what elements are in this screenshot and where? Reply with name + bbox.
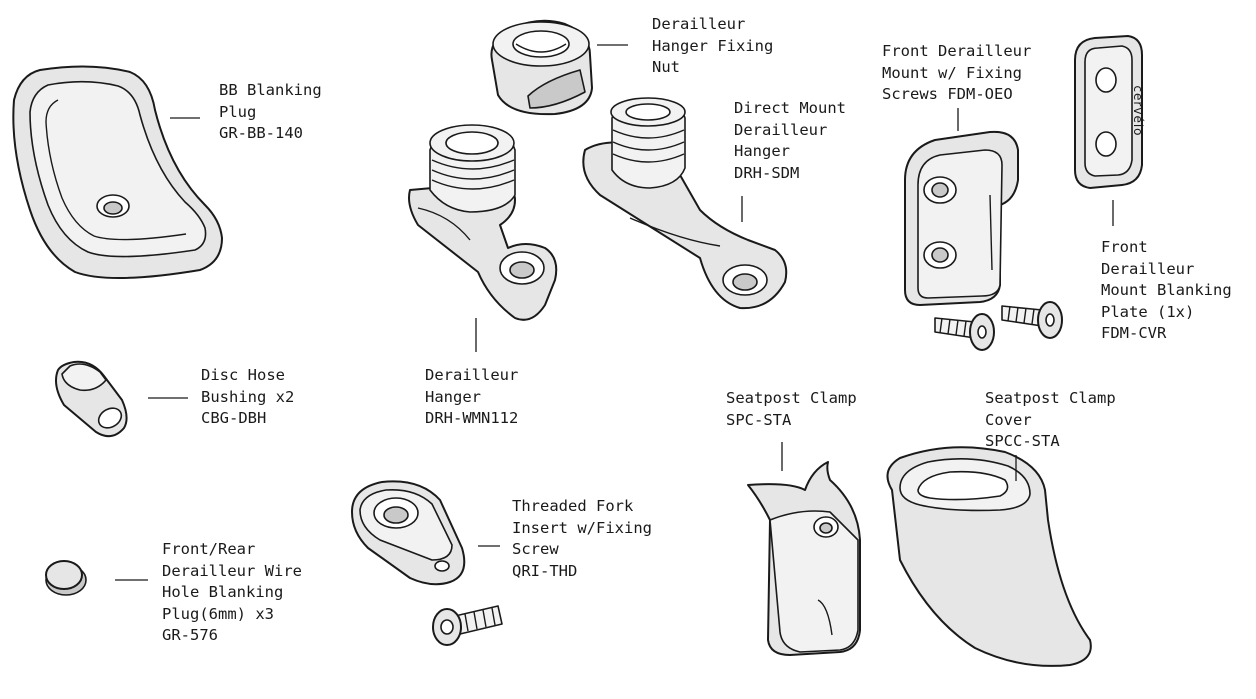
label-line: Plug (219, 102, 257, 121)
label-line: Direct Mount (734, 99, 846, 117)
label-line: DRH-SDM (734, 163, 800, 182)
fork-insert-screw-illustration (432, 605, 503, 646)
label-line: QRI-THD (512, 561, 578, 580)
label-line: Plate (1x) (1101, 302, 1195, 321)
seatpost-clamp-illustration (747, 461, 861, 656)
label-line: Front/Rear (162, 540, 256, 558)
label-line: Derailleur Wire (162, 561, 302, 580)
label-line: BB Blanking (219, 81, 322, 99)
label-line: Hole Blanking (162, 583, 284, 602)
label-line: Bushing x2 (201, 387, 295, 406)
label-line: SPCC-STA (985, 432, 1060, 451)
label-line: Nut (652, 58, 680, 77)
label-line: Hanger (734, 142, 790, 161)
label-line: Screws FDM-OEO (882, 85, 1013, 104)
label-wire-hole-blanking-plug: Front/Rear Derailleur Wire Hole Blanking… (162, 539, 302, 647)
label-line: Mount w/ Fixing (882, 63, 1022, 82)
label-disc-hose-bushing: Disc Hose Bushing x2 CBG-DBH (201, 365, 294, 430)
disc-hose-bushing-illustration (55, 360, 128, 438)
label-line: Derailleur (425, 366, 519, 384)
label-line: Mount Blanking (1101, 281, 1232, 300)
label-line: Cover (985, 410, 1032, 429)
label-line: Plug(6mm) x3 (162, 604, 274, 623)
bb-blanking-plug-illustration (12, 65, 223, 279)
label-line: Threaded Fork (512, 497, 634, 515)
label-line: GR-576 (162, 626, 218, 645)
front-derailleur-mount-illustration (904, 130, 1063, 351)
label-line: Front Derailleur (882, 42, 1032, 60)
label-hanger-fixing-nut: Derailleur Hanger Fixing Nut (652, 14, 773, 79)
label-line: Front (1101, 238, 1148, 256)
hanger-fixing-nut-illustration (490, 19, 593, 116)
label-line: Hanger Fixing (652, 36, 774, 55)
label-seatpost-clamp: Seatpost Clamp SPC-STA (726, 388, 857, 431)
fixing-screw-1-illustration (934, 313, 995, 351)
label-line: Disc Hose (201, 366, 285, 384)
label-line: SPC-STA (726, 410, 792, 429)
plate-logo: cervélo (1131, 85, 1145, 137)
label-line: GR-BB-140 (219, 124, 303, 143)
label-threaded-fork-insert: Threaded Fork Insert w/Fixing Screw QRI-… (512, 496, 652, 582)
label-line: CBG-DBH (201, 409, 267, 428)
label-line: Hanger (425, 387, 481, 406)
label-front-derailleur-mount: Front Derailleur Mount w/ Fixing Screws … (882, 41, 1031, 106)
wire-hole-blanking-plug-illustration (45, 560, 87, 596)
label-derailleur-hanger: Derailleur Hanger DRH-WMN112 (425, 365, 518, 430)
label-line: FDM-CVR (1101, 324, 1167, 343)
label-bb-blanking-plug: BB Blanking Plug GR-BB-140 (219, 80, 322, 145)
label-front-derailleur-blanking-plate: Front Derailleur Mount Blanking Plate (1… (1101, 237, 1232, 345)
seatpost-clamp-cover-illustration (886, 446, 1092, 667)
derailleur-hanger-illustration (408, 124, 558, 321)
label-seatpost-clamp-cover: Seatpost Clamp Cover SPCC-STA (985, 388, 1116, 453)
label-line: Derailleur (652, 15, 746, 33)
label-line: Seatpost Clamp (726, 389, 857, 407)
direct-mount-hanger-illustration (582, 97, 788, 310)
label-line: Derailleur (1101, 259, 1195, 278)
label-line: DRH-WMN112 (425, 409, 519, 428)
fixing-screw-2-illustration (1001, 301, 1063, 339)
label-line: Derailleur (734, 120, 828, 139)
threaded-fork-insert-illustration (351, 480, 503, 646)
label-line: Screw (512, 540, 559, 559)
leader-lines (115, 44, 1114, 581)
front-derailleur-blanking-plate-illustration (1074, 35, 1143, 189)
label-line: Insert w/Fixing (512, 518, 652, 537)
label-line: Seatpost Clamp (985, 389, 1116, 407)
label-direct-mount-hanger: Direct Mount Derailleur Hanger DRH-SDM (734, 98, 846, 184)
